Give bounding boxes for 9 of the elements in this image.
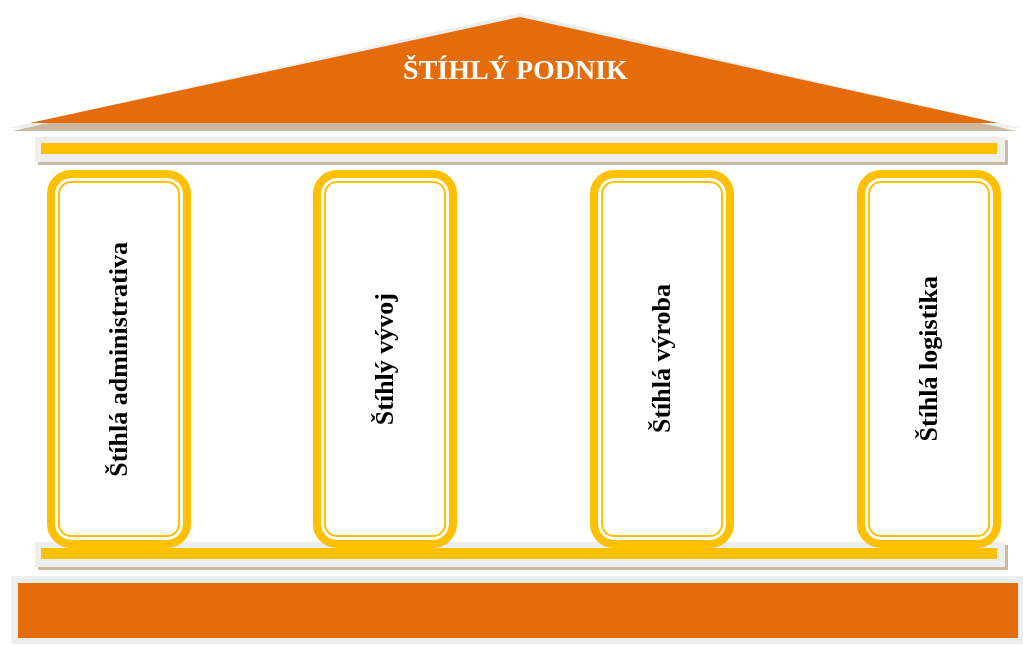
pillar-label: Štíhlý vývoj	[370, 292, 400, 426]
pillar-label: Štíhlá administrativa	[104, 241, 134, 477]
pillar-label: Štíhlá výroba	[647, 284, 677, 434]
title-text: ŠTÍHLÝ PODNIK	[402, 54, 629, 86]
pillar-box	[313, 170, 457, 548]
pillar-box	[47, 170, 191, 548]
pillar-box	[590, 170, 734, 548]
pillar-label: Štíhlá logistika	[914, 276, 944, 442]
pillar-box	[857, 170, 1001, 548]
